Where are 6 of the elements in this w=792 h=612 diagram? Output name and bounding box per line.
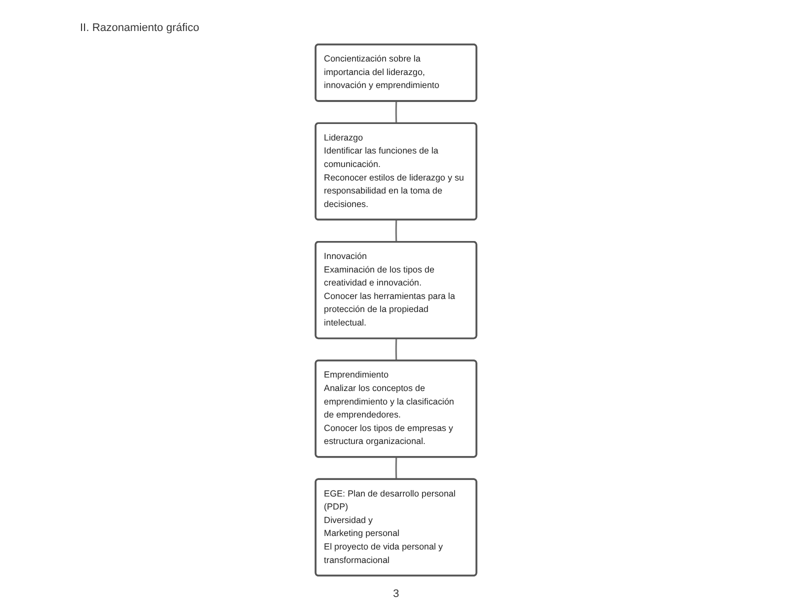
section-heading: II. Razonamiento gráfico	[80, 22, 200, 34]
connector	[395, 457, 398, 480]
connector	[395, 338, 398, 361]
page-number: 3	[392, 588, 400, 600]
connector	[395, 101, 398, 124]
connector	[395, 220, 398, 242]
